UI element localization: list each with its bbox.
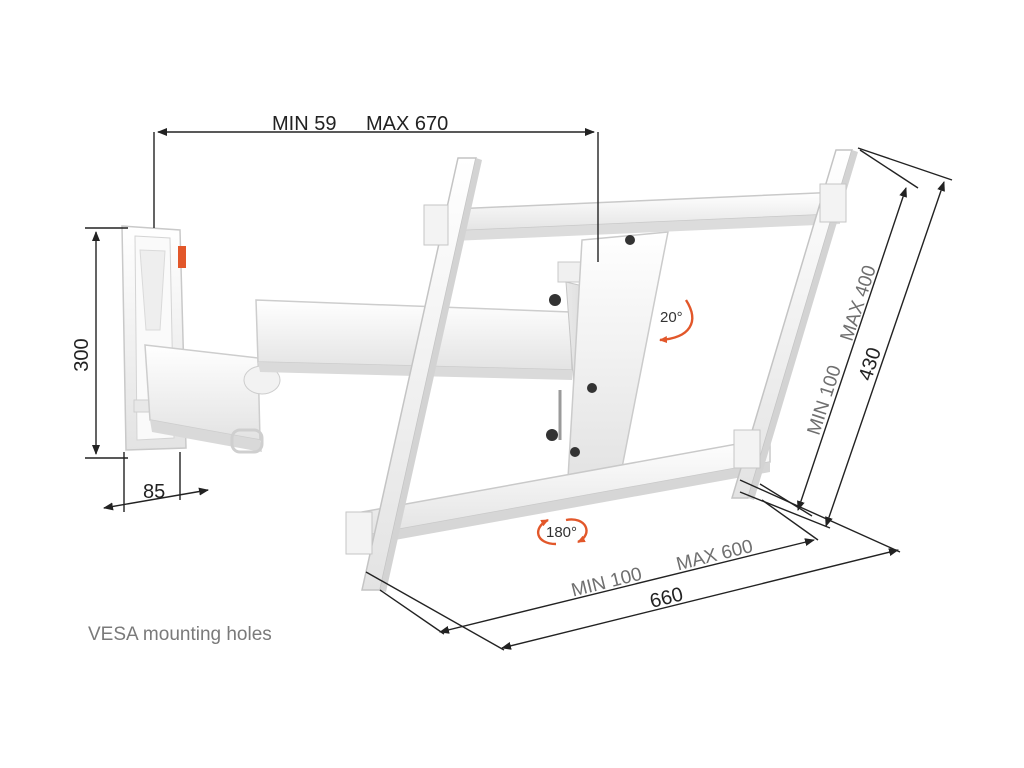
wall-mount-product	[121, 149, 858, 592]
label-plate-depth: 85	[143, 481, 165, 503]
label-vesa-horizontal-min: MIN 100	[569, 564, 644, 602]
second-arm	[255, 299, 573, 380]
first-arm	[144, 344, 281, 454]
release-tab	[178, 246, 186, 268]
dimension-lines	[85, 128, 953, 651]
label-plate-height: 300	[71, 338, 93, 371]
rotation-arrow-icon	[537, 518, 588, 546]
label-rotation-angle: 180°	[546, 524, 577, 541]
label-vesa-vertical-max: MAX 400	[837, 263, 881, 344]
label-vesa-vertical-min: MIN 100	[804, 363, 846, 438]
tilt-arrow-icon	[659, 299, 694, 344]
label-vesa-horizontal-max: MAX 600	[674, 536, 755, 575]
vesa-caption: VESA mounting holes	[88, 624, 272, 645]
label-arm-max: MAX 670	[366, 113, 448, 135]
label-frame-width: 660	[648, 583, 686, 612]
label-arm-min: MIN 59	[272, 113, 336, 135]
tv-frame-left-upright	[345, 157, 482, 592]
label-tilt-angle: 20°	[660, 309, 683, 326]
label-frame-height: 430	[855, 345, 886, 384]
